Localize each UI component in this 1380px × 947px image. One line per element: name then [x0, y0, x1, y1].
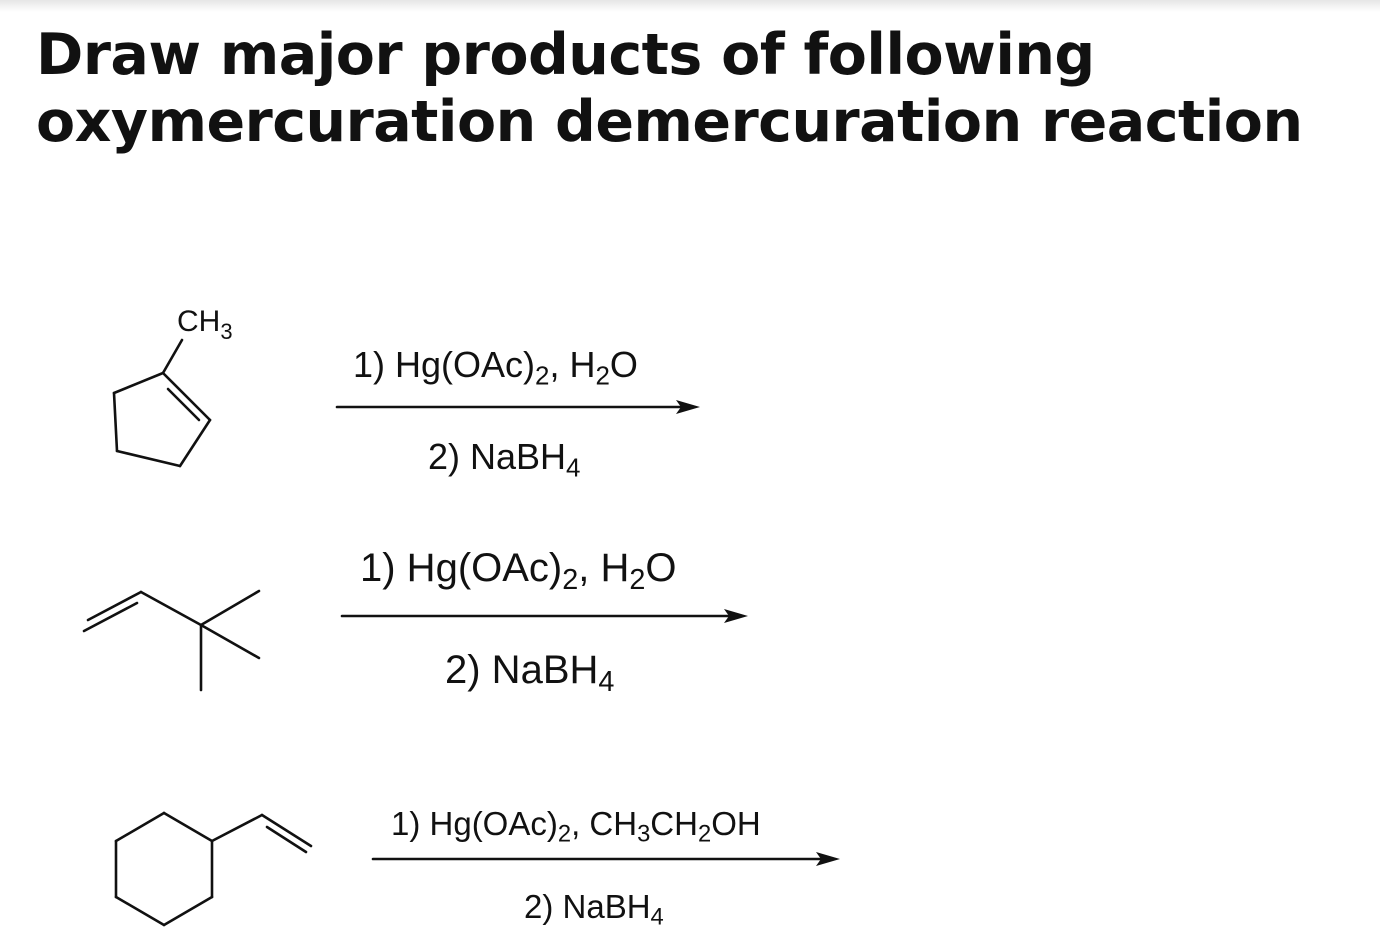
title-line-2: oxymercuration demercuration reaction [36, 89, 1303, 155]
ring-bond [162, 811, 214, 843]
ring-bond [178, 418, 212, 468]
arrow-head-icon [724, 609, 748, 623]
reaction-2-step-2: 2) NaBH4 [445, 648, 614, 696]
reagent-text: 1) Hg(OAc) [391, 805, 558, 842]
reagent-subscript: 2 [697, 820, 712, 848]
reagent-subscript: 4 [598, 666, 615, 699]
reagent-subscript: 2 [557, 820, 572, 848]
methyl-label-main: CH [177, 305, 220, 338]
reagent-subscript: 2 [562, 564, 579, 597]
ring-bond [161, 371, 212, 422]
ring-bond [162, 895, 214, 927]
methylcyclopentene-structure [112, 338, 212, 468]
top-edge-shade [0, 0, 1380, 12]
reaction-3-step-1: 1) Hg(OAc)2, CH3CH2OH [391, 805, 761, 846]
reagent-text: 1) Hg(OAc) [353, 344, 536, 385]
reagent-text: , CH [571, 805, 638, 842]
vinyl-double-bond-inner [265, 825, 308, 854]
reagent-subscript: 2 [595, 362, 610, 391]
chain-bond [139, 590, 203, 627]
reagent-text: 2) NaBH [428, 436, 567, 477]
reagent-subscript: 2 [629, 564, 646, 597]
reagent-text: , H [578, 546, 630, 590]
ring-bond [114, 895, 166, 927]
ring-bond [114, 811, 166, 843]
reaction-1-step-2: 2) NaBH4 [428, 436, 580, 481]
vinylcyclohexane-structure [114, 811, 313, 927]
ring-bond [112, 371, 165, 395]
page-title: Draw major products of following oxymerc… [36, 22, 1303, 156]
ring-bond [112, 391, 119, 453]
reagent-text: O [645, 546, 677, 590]
arrow-head-icon [676, 400, 700, 414]
dimethylbutene-structure [82, 589, 261, 692]
vinyl-double-bond [260, 813, 313, 848]
reagent-subscript: 2 [535, 362, 550, 391]
arrow-head-icon [816, 852, 840, 866]
reaction-2-step-1: 1) Hg(OAc)2, H2O [360, 546, 677, 594]
title-line-1: Draw major products of following [36, 22, 1095, 88]
reagent-subscript: 3 [637, 820, 651, 848]
reagent-text: OH [711, 805, 761, 842]
reagent-text: 1) Hg(OAc) [360, 546, 563, 590]
ring-bond [115, 449, 182, 468]
methyl-bond [161, 338, 184, 375]
reagent-text: 2) NaBH [445, 648, 599, 692]
ring-double-bond-inner [166, 387, 201, 422]
reaction-1-step-1: 1) Hg(OAc)2, H2O [353, 344, 638, 389]
reagent-subscript: 4 [650, 903, 664, 931]
reaction-3-step-2: 2) NaBH4 [524, 888, 664, 929]
methyl-label: CH3 [177, 305, 233, 344]
reagent-text: O [609, 344, 638, 385]
methyl-bond [199, 589, 261, 627]
vinyl-double-bond [86, 590, 143, 622]
methyl-label-subscript: 3 [220, 319, 232, 344]
vinyl-double-bond-inner [82, 601, 139, 633]
vinyl-single-bond [210, 813, 264, 843]
reagent-text: CH [650, 805, 698, 842]
methyl-bond [199, 623, 261, 660]
reagent-text: , H [549, 344, 596, 385]
reagent-text: 2) NaBH [524, 888, 651, 925]
reagent-subscript: 4 [566, 454, 581, 483]
